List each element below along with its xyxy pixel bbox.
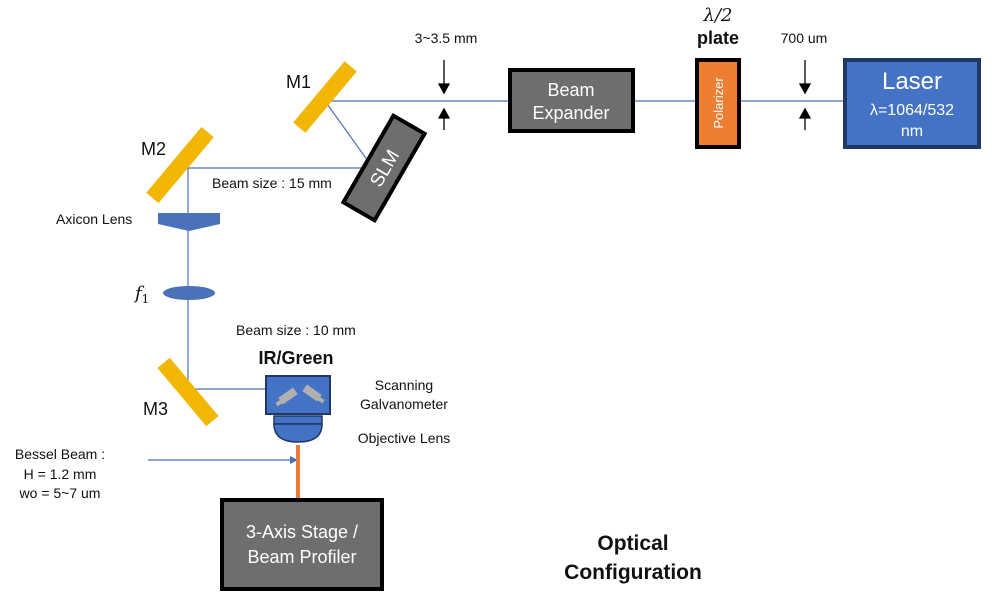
f1-lens bbox=[163, 286, 215, 300]
scanning-galvanometer bbox=[265, 375, 331, 415]
axicon-lens-label: Axicon Lens bbox=[56, 211, 132, 227]
f1-label: f1 bbox=[133, 283, 149, 306]
m3-label: M3 bbox=[143, 399, 168, 419]
half-wave-plate-label-line2: plate bbox=[697, 28, 739, 48]
f1-subscript: 1 bbox=[142, 292, 150, 306]
stage-label-line2: Beam Profiler bbox=[247, 547, 356, 567]
bessel-beam-label-line3: wo = 5~7 um bbox=[19, 485, 101, 501]
stage-label-line1: 3-Axis Stage / bbox=[246, 522, 358, 542]
mirror-m1 bbox=[293, 61, 357, 133]
beam-path bbox=[180, 100, 845, 390]
caption-line2: Configuration bbox=[564, 561, 702, 584]
beam-expander-label-line2: Expander bbox=[532, 103, 609, 123]
axicon-lens bbox=[158, 213, 220, 231]
objective-lens bbox=[273, 415, 323, 443]
beam-expander bbox=[508, 68, 635, 133]
gap-laser-label: 700 um bbox=[781, 30, 828, 46]
galvo-mirror-icon bbox=[275, 384, 325, 407]
gap-marker-expanded bbox=[437, 60, 451, 130]
ir-green-label: IR/Green bbox=[258, 348, 333, 368]
laser-wavelength: λ=1064/532 bbox=[870, 102, 954, 119]
gap-marker-laser bbox=[798, 60, 812, 130]
beam-m1-to-slm bbox=[324, 100, 374, 169]
half-wave-plate-label-line1: λ/2 bbox=[703, 5, 733, 26]
beam-expander-label-line1: Beam bbox=[547, 80, 594, 100]
laser-title: Laser bbox=[882, 68, 942, 95]
laser-source bbox=[843, 58, 981, 149]
mirror-m2 bbox=[146, 126, 214, 204]
gap-expanded-label: 3~3.5 mm bbox=[415, 30, 478, 46]
objective-lens-label: Objective Lens bbox=[358, 430, 451, 446]
m2-label: M2 bbox=[141, 139, 166, 159]
beam-size-15-label: Beam size : 15 mm bbox=[212, 175, 332, 191]
bessel-beam-label-line1: Bessel Beam : bbox=[15, 446, 105, 462]
slm: SLM bbox=[340, 112, 428, 224]
beam-size-10-label: Beam size : 10 mm bbox=[236, 322, 356, 338]
laser-unit: nm bbox=[901, 123, 923, 140]
scanning-galvanometer-label-line2: Galvanometer bbox=[360, 396, 448, 412]
caption-line1: Optical bbox=[597, 532, 668, 555]
polarizer bbox=[695, 58, 741, 149]
mirror-m3 bbox=[157, 357, 219, 427]
bessel-beam-label-line2: H = 1.2 mm bbox=[24, 466, 97, 482]
polarizer-label: Polarizer bbox=[711, 77, 726, 129]
scanning-galvanometer-label-line1: Scanning bbox=[375, 377, 433, 393]
m1-label: M1 bbox=[286, 72, 311, 92]
three-axis-stage bbox=[220, 498, 384, 591]
